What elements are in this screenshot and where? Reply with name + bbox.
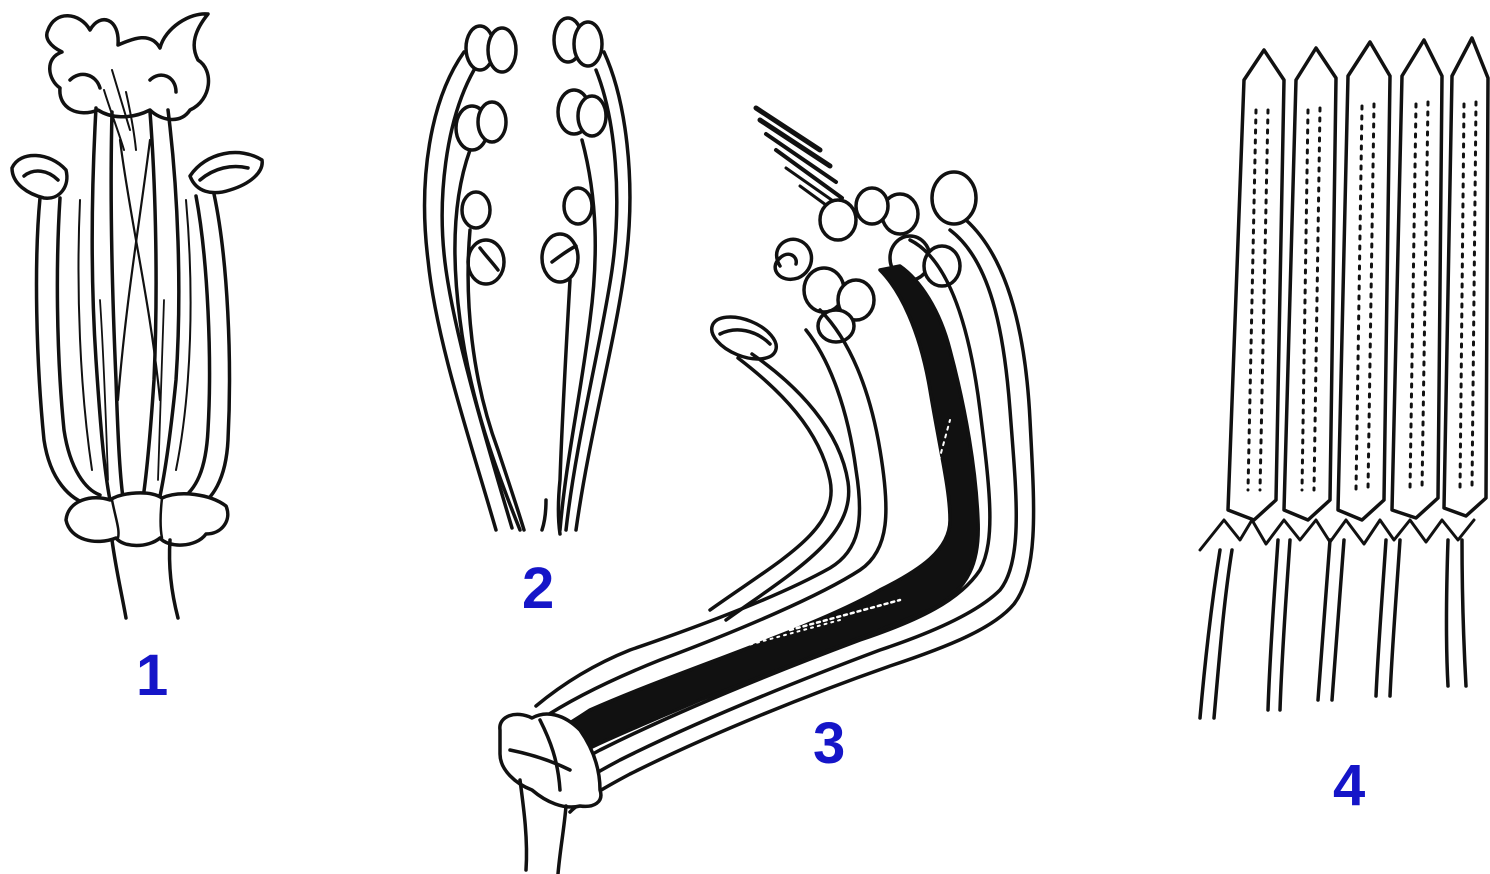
- figure-1-drawing: [0, 0, 300, 640]
- figure-1-label: 1: [136, 647, 168, 705]
- figure-3-label: 3: [813, 715, 845, 773]
- figure-4-label: 4: [1333, 757, 1365, 815]
- figure-3-drawing: [480, 90, 1060, 874]
- figure-4-drawing: [1180, 20, 1490, 740]
